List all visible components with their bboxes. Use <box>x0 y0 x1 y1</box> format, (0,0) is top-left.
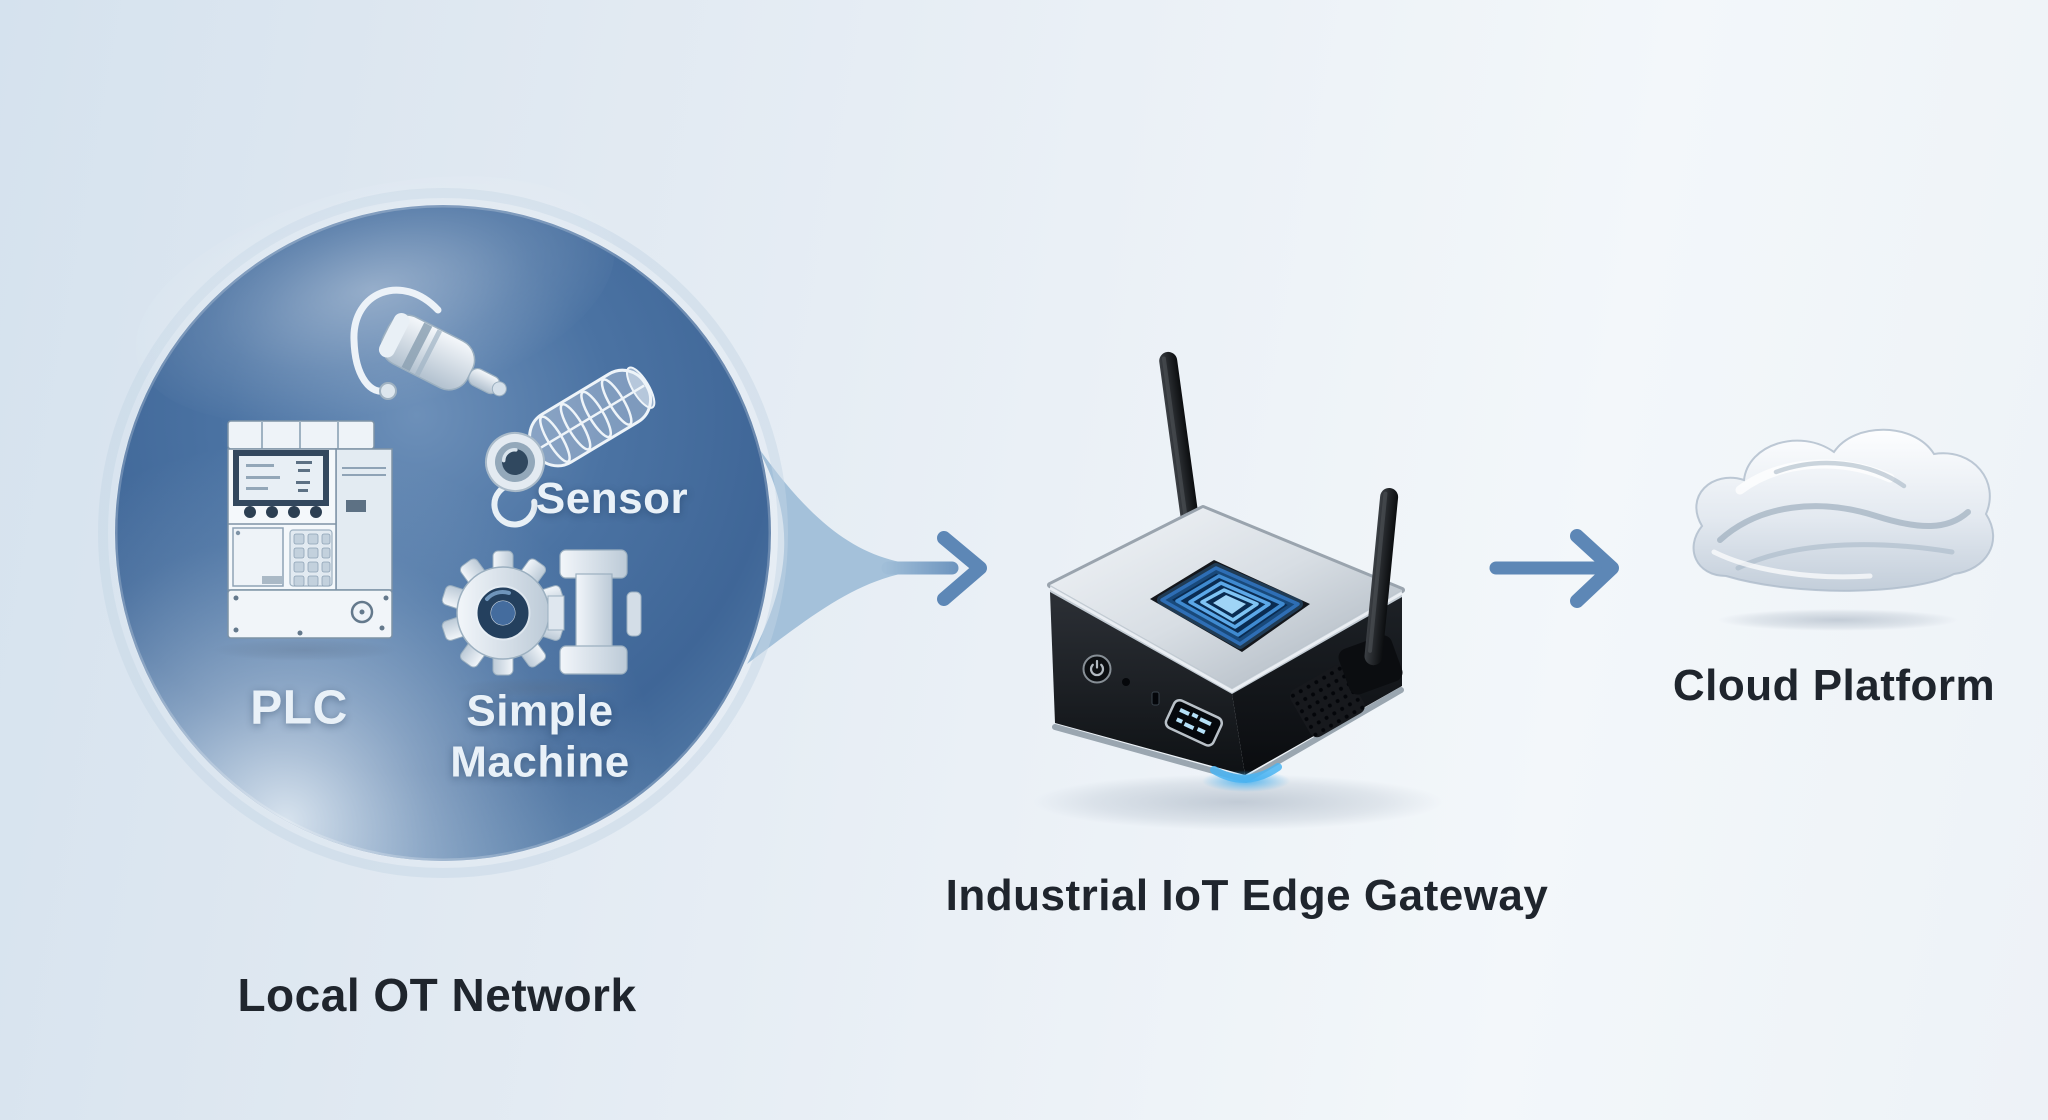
gateway-caption: Industrial IoT Edge Gateway <box>945 871 1549 920</box>
glow-ring-3 <box>1188 581 1271 629</box>
antenna-hinge-block <box>1338 635 1403 695</box>
plc-base-screws <box>233 595 389 636</box>
gear-machine-icon <box>441 549 642 698</box>
gateway-glow-arc <box>1210 763 1282 783</box>
cloud-shadow <box>1718 609 1958 631</box>
plc-knob-dot <box>359 609 365 615</box>
gateway-shadow <box>1033 774 1443 830</box>
glow-center <box>1213 595 1246 614</box>
sensor-endcap <box>378 312 410 358</box>
arrow-head-icon <box>937 531 987 606</box>
plc-label: PLC <box>250 681 348 735</box>
local-ot-network-caption: Local OT Network <box>237 969 637 1021</box>
gear-icon <box>441 550 565 676</box>
simple-machine-label-line1: Simple <box>466 686 614 736</box>
plc-base <box>227 589 393 639</box>
plc-door-screw <box>235 530 241 536</box>
cloud-caption: Cloud Platform <box>1672 661 1996 710</box>
plc-keys <box>293 533 331 587</box>
plc-shadow <box>213 639 397 661</box>
cloud-swirls <box>1711 459 1971 580</box>
thread-axis <box>538 384 645 450</box>
sensor-lens-highlight <box>501 448 518 463</box>
antenna-left-icon <box>1159 351 1199 527</box>
sensor-wire-loop <box>491 481 538 528</box>
gateway-glow-square-icon <box>1150 560 1310 652</box>
usb-port-icon <box>1151 691 1160 706</box>
machine-waist <box>575 573 613 651</box>
simple-machine-label: Simple Machine <box>450 686 630 789</box>
oled-display <box>1164 698 1224 747</box>
oled-glyphs <box>1175 707 1212 735</box>
plc-buttons <box>244 506 322 518</box>
cable-sensor-icon <box>350 286 507 400</box>
sensor-lens-pupil <box>502 449 528 475</box>
plc-side-panel <box>335 448 393 591</box>
plc-screen-content <box>246 461 312 492</box>
edge-gateway-device-icon <box>1033 351 1443 830</box>
reset-hole-icon <box>1122 678 1130 686</box>
glow-ring-1 <box>1160 566 1300 646</box>
arrow-head-icon <box>1570 529 1619 608</box>
sensor-cable-connector <box>379 382 397 400</box>
bubble-rim-line <box>114 204 772 862</box>
cloud-icon <box>1692 428 1995 631</box>
antenna-right-icon <box>1364 487 1399 666</box>
threaded-sensor-icon <box>485 366 656 528</box>
ot-network-bubble <box>98 176 900 878</box>
bubble-tail <box>747 440 900 664</box>
sensor-band <box>414 329 443 377</box>
sensor-back-cap <box>625 366 656 409</box>
gear-ring-sheen <box>485 590 511 601</box>
machine-shadow <box>454 678 626 698</box>
plc-icon <box>213 420 397 661</box>
sensor-probe-tip <box>491 381 507 397</box>
gateway-rim-highlight <box>1049 586 1403 693</box>
simple-machine-label-line2: Machine <box>450 738 630 787</box>
glow-ring-4 <box>1200 588 1259 622</box>
machine-bottom-flange <box>559 645 628 675</box>
plc-side-logo <box>346 500 366 512</box>
plc-door-label <box>262 576 282 584</box>
gear-hub-hole <box>491 601 515 625</box>
glow-ring-2 <box>1175 574 1285 637</box>
sensor-label: Sensor <box>535 474 689 523</box>
gear-ring-highlight <box>475 585 531 641</box>
arrow-gateway-to-cloud <box>1489 529 1619 608</box>
sensor-cable <box>350 286 442 395</box>
vent-grille-icon <box>1289 665 1365 738</box>
machine-shaft-stub <box>626 591 642 637</box>
machine-coupler <box>547 595 565 631</box>
arrow-bubble-to-gateway <box>881 531 987 606</box>
power-button-icon <box>1082 654 1112 684</box>
sensor-band <box>401 322 433 372</box>
